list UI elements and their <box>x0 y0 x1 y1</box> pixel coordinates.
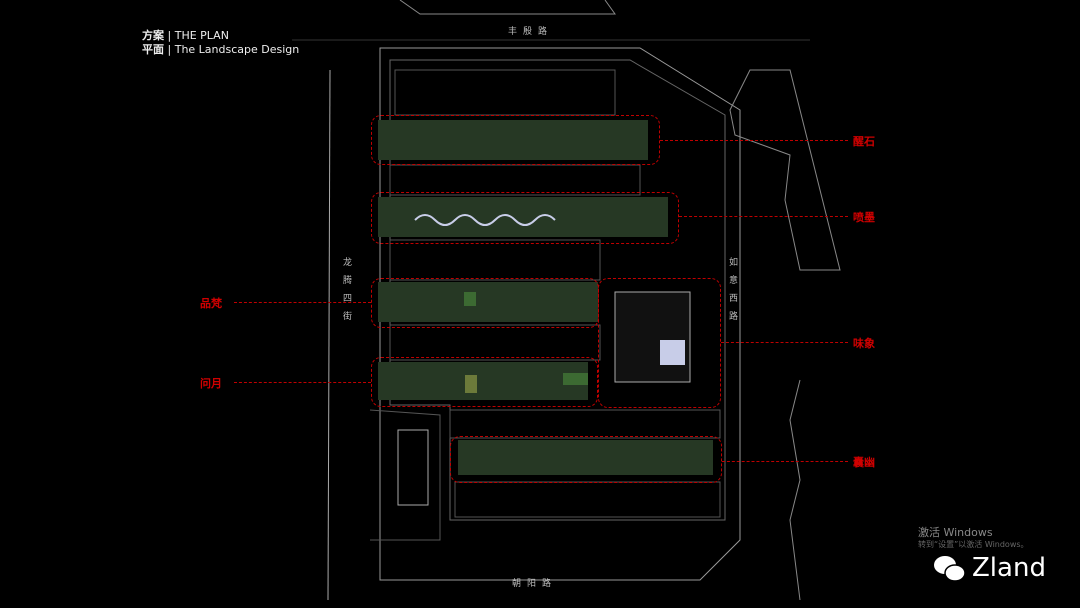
road-south: 朝阳路 <box>512 579 558 589</box>
plan-subtitle: 平面 | The Landscape Design <box>142 43 300 56</box>
leader-line <box>660 140 848 141</box>
leader-line <box>721 342 848 343</box>
zone-penmo <box>371 192 679 244</box>
zone-label: 醒石 <box>853 135 875 148</box>
brand-logo: Zland <box>972 553 1046 583</box>
activation-watermark-sub: 转到“设置”以激活 Windows。 <box>918 540 1029 549</box>
leader-line <box>679 216 848 217</box>
zone-label: 味象 <box>853 337 875 350</box>
plan-title: 方案 | THE PLAN <box>142 29 229 42</box>
zone-label: 囊幽 <box>853 456 875 469</box>
activation-watermark: 激活 Windows <box>918 526 993 539</box>
road-east: 如意西路 <box>727 257 737 329</box>
zone-label: 品梵 <box>200 297 222 310</box>
road-north: 丰殷路 <box>508 27 554 37</box>
leader-line <box>234 302 371 303</box>
road-west: 龙腾四街 <box>341 257 351 329</box>
wechat-icon <box>934 556 966 582</box>
zone-wenyue <box>371 357 598 407</box>
leader-line <box>722 461 848 462</box>
zone-nangyou <box>450 436 722 483</box>
zone-weixiang <box>598 278 721 408</box>
zone-label: 问月 <box>200 377 222 390</box>
zone-label: 喷墨 <box>853 211 875 224</box>
zone-pinfan <box>371 278 599 328</box>
zone-xingshi <box>371 115 660 165</box>
leader-line <box>234 382 371 383</box>
